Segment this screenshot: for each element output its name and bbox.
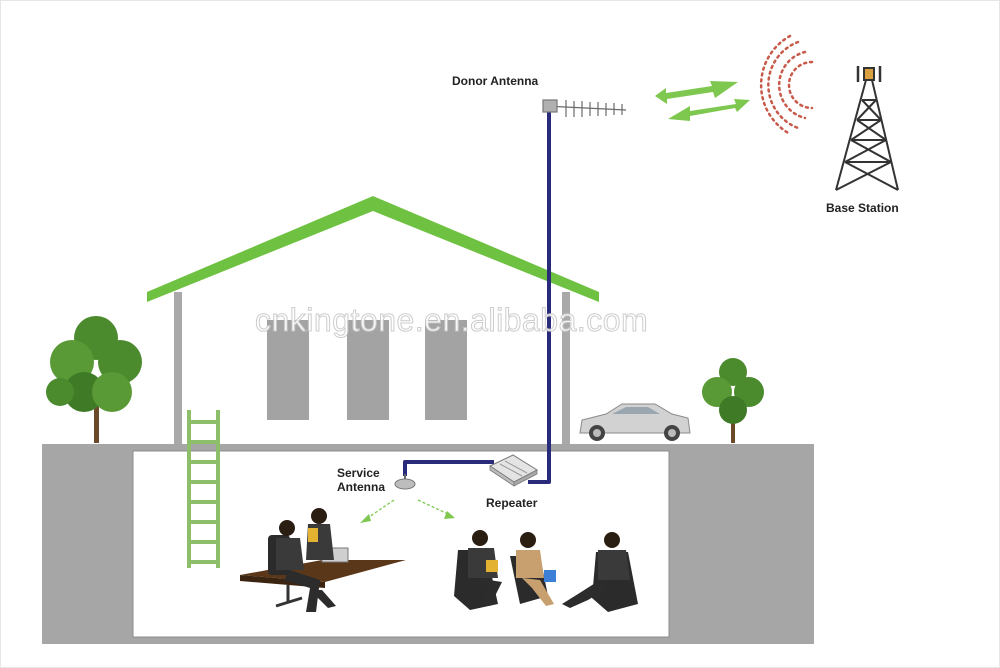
house-wall-left — [174, 292, 182, 444]
base-station-label: Base Station — [826, 201, 899, 215]
service-signal-arrows — [360, 499, 455, 523]
person-seated-head — [279, 520, 295, 536]
house-roof — [147, 196, 599, 302]
lounge-scene — [454, 530, 638, 612]
office-desk-scene — [240, 508, 406, 612]
donor-antenna-label: Donor Antenna — [452, 74, 539, 88]
tree-right — [702, 358, 764, 443]
signal-waves — [759, 34, 814, 136]
base-station-tower — [835, 66, 899, 191]
window-2 — [347, 320, 389, 420]
window-3 — [425, 320, 467, 420]
window-1 — [267, 320, 309, 420]
service-antenna-label-line1: Service — [337, 466, 380, 480]
watermark: cnkingtone.en.alibaba.com — [254, 302, 649, 339]
donor-antenna — [542, 99, 627, 117]
ladder — [187, 410, 220, 568]
signal-arrows — [655, 81, 750, 121]
house-wall-right — [562, 292, 570, 444]
coax-cable — [403, 110, 551, 484]
car — [579, 403, 691, 441]
repeater-label: Repeater — [486, 496, 538, 510]
person-standing-head — [311, 508, 327, 524]
tree-left — [46, 316, 142, 443]
service-antenna — [394, 474, 416, 490]
ground — [42, 444, 814, 644]
repeater-device — [488, 454, 539, 487]
service-antenna-label-line2: Antenna — [337, 480, 385, 494]
house — [147, 196, 599, 444]
